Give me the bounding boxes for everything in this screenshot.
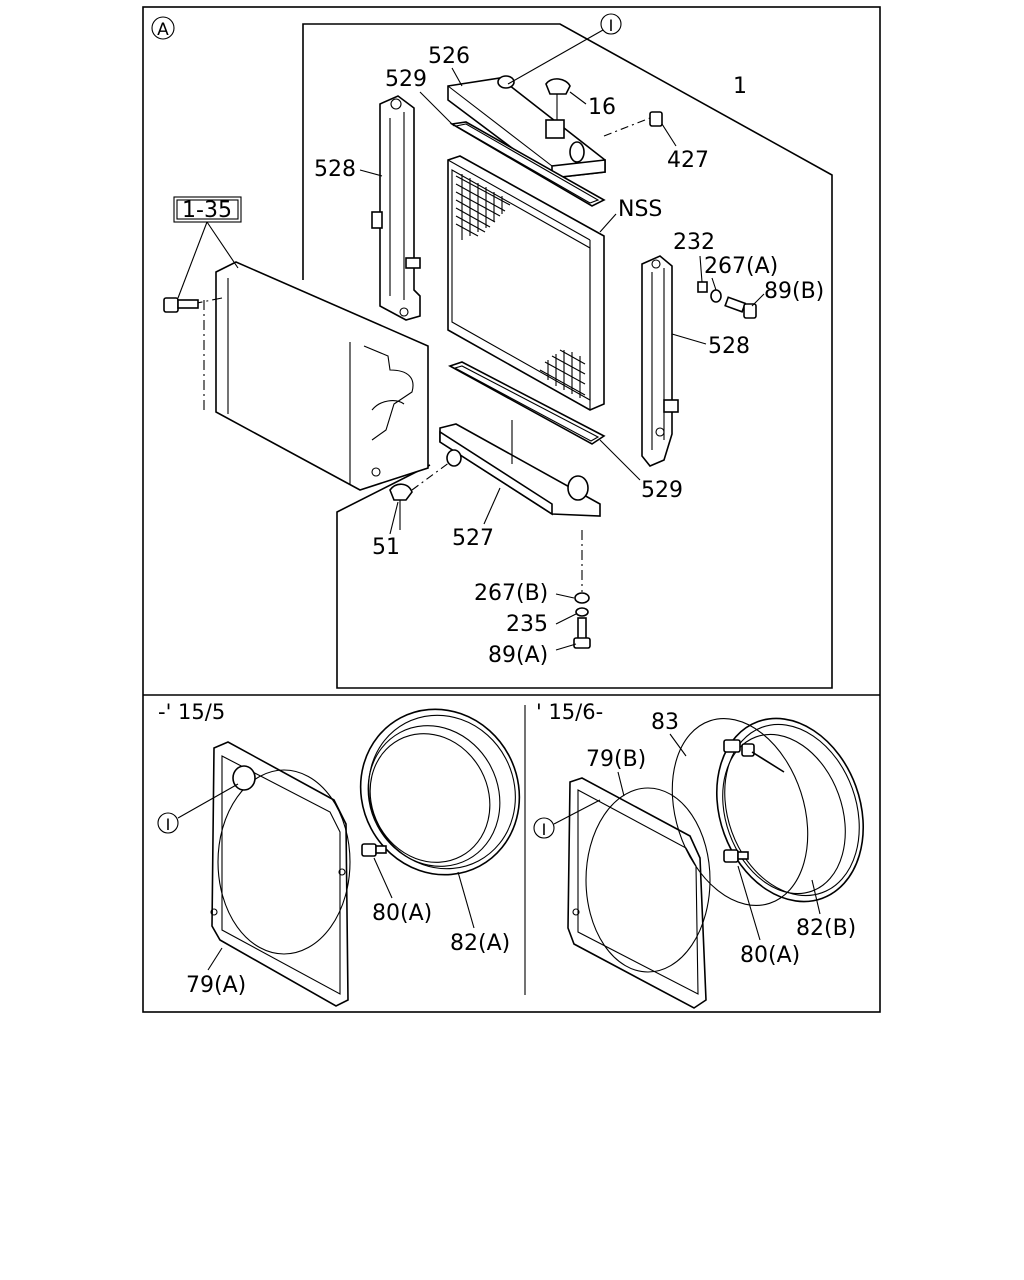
fastener-232 (697, 281, 708, 293)
label-235: 235 (506, 612, 548, 637)
fan-ring-82b (715, 717, 865, 903)
callouts-lower-right: 83 79(B) 82(B) 80(A) (586, 710, 856, 968)
fan-ring-82a (359, 708, 521, 876)
label-528-left: 528 (314, 157, 356, 182)
label-79b: 79(B) (586, 747, 646, 772)
label-527: 527 (452, 526, 494, 551)
label-232: 232 (673, 230, 715, 255)
bolt-89a (573, 617, 591, 649)
label-83: 83 (651, 710, 679, 735)
seal-529-top-inner (454, 123, 600, 204)
circle-ref-i-upper: I (507, 13, 622, 85)
bolt-80a-right (723, 849, 749, 863)
label-nss: NSS (618, 197, 662, 222)
label-16: 16 (588, 95, 616, 120)
clamp-band-83 (671, 718, 809, 906)
label-assembly-1: 1 (733, 74, 747, 99)
bolt-89b (724, 296, 757, 319)
assembly-bracket-outline (302, 23, 833, 689)
label-529-bottom: 529 (641, 478, 683, 503)
drain-cock-51 (389, 461, 451, 530)
label-528-right: 528 (708, 334, 750, 359)
fan-shroud-79a (210, 741, 351, 1007)
label-529-top: 529 (385, 67, 427, 92)
section-marker-label: A (157, 20, 169, 40)
circle-ref-i-left: I (157, 783, 239, 834)
callouts-lower-left: 80(A) 82(A) 79(A) (186, 857, 510, 998)
side-bracket-528-left (371, 95, 421, 321)
label-80a-left: 80(A) (372, 901, 432, 926)
label-79a: 79(A) (186, 973, 246, 998)
seal-529-bottom-inner (453, 365, 600, 442)
lower-tank-527 (439, 420, 601, 517)
label-51: 51 (372, 535, 400, 560)
range-label-left: -' 15/5 (158, 700, 225, 724)
plug-427 (603, 111, 663, 137)
washer-267b (574, 592, 590, 604)
seal-529-bottom (448, 361, 606, 445)
washer-235 (575, 607, 589, 617)
bolt-80a-left (361, 843, 387, 857)
label-427: 427 (667, 148, 709, 173)
fan-shroud-79b (567, 777, 711, 1009)
label-80a-right: 80(A) (740, 943, 800, 968)
label-267b: 267(B) (474, 581, 548, 606)
ref-box-1-35: 1-35 (173, 196, 242, 299)
radiator-cap-16 (545, 78, 571, 120)
circle-ref-label-right: I (542, 820, 547, 839)
label-89b: 89(B) (764, 279, 824, 304)
label-267a: 267(A) (704, 254, 778, 279)
callouts-upper: 526 529 16 1 427 528 NSS 232 267(A) 89(B… (314, 44, 824, 668)
label-82b: 82(B) (796, 916, 856, 941)
intercooler-1-35 (181, 261, 429, 491)
label-526: 526 (428, 44, 470, 69)
seal-529-top (449, 121, 606, 207)
label-82a: 82(A) (450, 931, 510, 956)
bolt-intercooler (163, 297, 199, 313)
circle-ref-label-upper: I (609, 16, 614, 35)
outer-frame (142, 6, 881, 1013)
radiator-core-nss (447, 155, 605, 411)
range-label-right: ' 15/6- (536, 700, 603, 724)
ref-box-label: 1-35 (182, 198, 232, 223)
circle-ref-i-right: I (533, 799, 601, 839)
washer-267a (710, 289, 722, 303)
side-bracket-528-right (641, 255, 679, 467)
section-marker-a: A (151, 16, 175, 40)
label-89a: 89(A) (488, 643, 548, 668)
circle-ref-label-left: I (166, 815, 171, 834)
